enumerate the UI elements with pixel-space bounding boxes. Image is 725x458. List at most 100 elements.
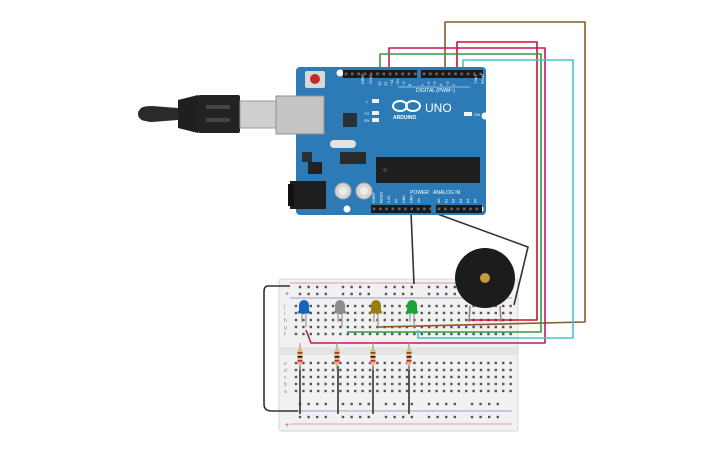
bb-hole[interactable] bbox=[457, 368, 460, 372]
bb-hole[interactable] bbox=[435, 318, 438, 322]
bb-hole[interactable] bbox=[354, 382, 357, 386]
bb-hole[interactable] bbox=[487, 361, 490, 365]
bb-hole[interactable] bbox=[294, 318, 298, 322]
bb-hole[interactable] bbox=[479, 382, 483, 386]
bb-hole[interactable] bbox=[346, 368, 349, 372]
bb-rail-hole[interactable] bbox=[445, 292, 448, 296]
bb-hole[interactable] bbox=[465, 389, 468, 393]
bb-hole[interactable] bbox=[361, 325, 364, 329]
header-pin[interactable] bbox=[454, 72, 457, 76]
bb-hole[interactable] bbox=[450, 325, 453, 329]
bb-hole[interactable] bbox=[398, 304, 401, 308]
header-pin[interactable] bbox=[388, 72, 392, 76]
bb-hole[interactable] bbox=[354, 368, 357, 372]
bb-hole[interactable] bbox=[494, 375, 497, 379]
bb-rail-hole[interactable] bbox=[307, 402, 310, 406]
bb-hole[interactable] bbox=[457, 318, 460, 322]
bb-rail-hole[interactable] bbox=[479, 402, 482, 406]
bb-rail-hole[interactable] bbox=[402, 402, 405, 406]
bb-hole[interactable] bbox=[450, 332, 453, 336]
bb-hole[interactable] bbox=[324, 332, 327, 336]
bb-hole[interactable] bbox=[331, 389, 335, 393]
header-pin[interactable] bbox=[475, 207, 479, 211]
header-pin[interactable] bbox=[414, 72, 417, 76]
bb-hole[interactable] bbox=[324, 368, 327, 372]
bb-hole[interactable] bbox=[331, 361, 335, 365]
bb-hole[interactable] bbox=[302, 332, 305, 336]
bb-hole[interactable] bbox=[346, 389, 349, 393]
bb-hole[interactable] bbox=[383, 304, 386, 308]
bb-rail-hole[interactable] bbox=[341, 415, 345, 419]
bb-hole[interactable] bbox=[509, 311, 512, 315]
bb-hole[interactable] bbox=[405, 375, 409, 379]
bb-hole[interactable] bbox=[428, 311, 431, 315]
bb-rail-hole[interactable] bbox=[445, 415, 448, 419]
bb-hole[interactable] bbox=[309, 304, 312, 308]
bb-hole[interactable] bbox=[472, 332, 475, 336]
wire-black-buzzer[interactable] bbox=[431, 211, 529, 306]
wire-brown[interactable] bbox=[377, 21, 586, 328]
bb-rail-hole[interactable] bbox=[402, 285, 405, 289]
bb-rail-hole[interactable] bbox=[341, 292, 345, 296]
header-pin[interactable] bbox=[404, 207, 407, 211]
bb-hole[interactable] bbox=[509, 382, 512, 386]
bb-rail-hole[interactable] bbox=[324, 402, 327, 406]
bb-hole[interactable] bbox=[405, 382, 409, 386]
bb-hole[interactable] bbox=[472, 368, 475, 372]
bb-hole[interactable] bbox=[361, 304, 364, 308]
bb-rail-hole[interactable] bbox=[324, 415, 327, 419]
piezo-buzzer[interactable] bbox=[455, 248, 515, 323]
bb-hole[interactable] bbox=[398, 368, 401, 372]
bb-hole[interactable] bbox=[391, 332, 394, 336]
bb-rail-hole[interactable] bbox=[307, 292, 310, 296]
bb-hole[interactable] bbox=[354, 361, 357, 365]
bb-hole[interactable] bbox=[494, 389, 497, 393]
bb-hole[interactable] bbox=[368, 375, 372, 379]
bb-hole[interactable] bbox=[383, 311, 386, 315]
bb-hole[interactable] bbox=[457, 311, 460, 315]
bb-rail-hole[interactable] bbox=[298, 415, 302, 419]
bb-hole[interactable] bbox=[324, 375, 327, 379]
bb-hole[interactable] bbox=[339, 332, 342, 336]
bb-hole[interactable] bbox=[346, 325, 349, 329]
bb-hole[interactable] bbox=[346, 318, 349, 322]
bb-hole[interactable] bbox=[494, 368, 497, 372]
bb-hole[interactable] bbox=[502, 332, 505, 336]
bb-hole[interactable] bbox=[302, 368, 305, 372]
bb-hole[interactable] bbox=[302, 382, 305, 386]
bb-rail-hole[interactable] bbox=[410, 285, 413, 289]
header-pin[interactable] bbox=[416, 207, 420, 211]
bb-hole[interactable] bbox=[420, 389, 423, 393]
bb-hole[interactable] bbox=[487, 325, 490, 329]
bb-rail-hole[interactable] bbox=[427, 402, 431, 406]
bb-hole[interactable] bbox=[435, 368, 438, 372]
bb-rail-hole[interactable] bbox=[410, 292, 413, 296]
bb-hole[interactable] bbox=[391, 318, 394, 322]
bb-hole[interactable] bbox=[428, 389, 431, 393]
bb-rail-hole[interactable] bbox=[496, 402, 499, 406]
bb-rail-hole[interactable] bbox=[393, 402, 396, 406]
resistor[interactable] bbox=[297, 343, 303, 370]
bb-hole[interactable] bbox=[487, 375, 490, 379]
bb-hole[interactable] bbox=[428, 332, 431, 336]
bb-hole[interactable] bbox=[494, 332, 497, 336]
bb-rail-hole[interactable] bbox=[316, 415, 319, 419]
bb-hole[interactable] bbox=[294, 361, 298, 365]
bb-hole[interactable] bbox=[391, 311, 394, 315]
bb-hole[interactable] bbox=[339, 325, 342, 329]
bb-hole[interactable] bbox=[465, 332, 468, 336]
bb-hole[interactable] bbox=[487, 382, 490, 386]
bb-hole[interactable] bbox=[302, 389, 305, 393]
bb-hole[interactable] bbox=[324, 318, 327, 322]
bb-hole[interactable] bbox=[294, 311, 298, 315]
wire-black-gnd[interactable] bbox=[410, 211, 415, 285]
bb-rail-hole[interactable] bbox=[470, 415, 474, 419]
bb-hole[interactable] bbox=[383, 318, 386, 322]
bb-hole[interactable] bbox=[428, 318, 431, 322]
bb-hole[interactable] bbox=[361, 382, 364, 386]
bb-hole[interactable] bbox=[487, 332, 490, 336]
bb-hole[interactable] bbox=[354, 389, 357, 393]
bb-rail-hole[interactable] bbox=[384, 402, 388, 406]
bb-rail-hole[interactable] bbox=[367, 402, 370, 406]
